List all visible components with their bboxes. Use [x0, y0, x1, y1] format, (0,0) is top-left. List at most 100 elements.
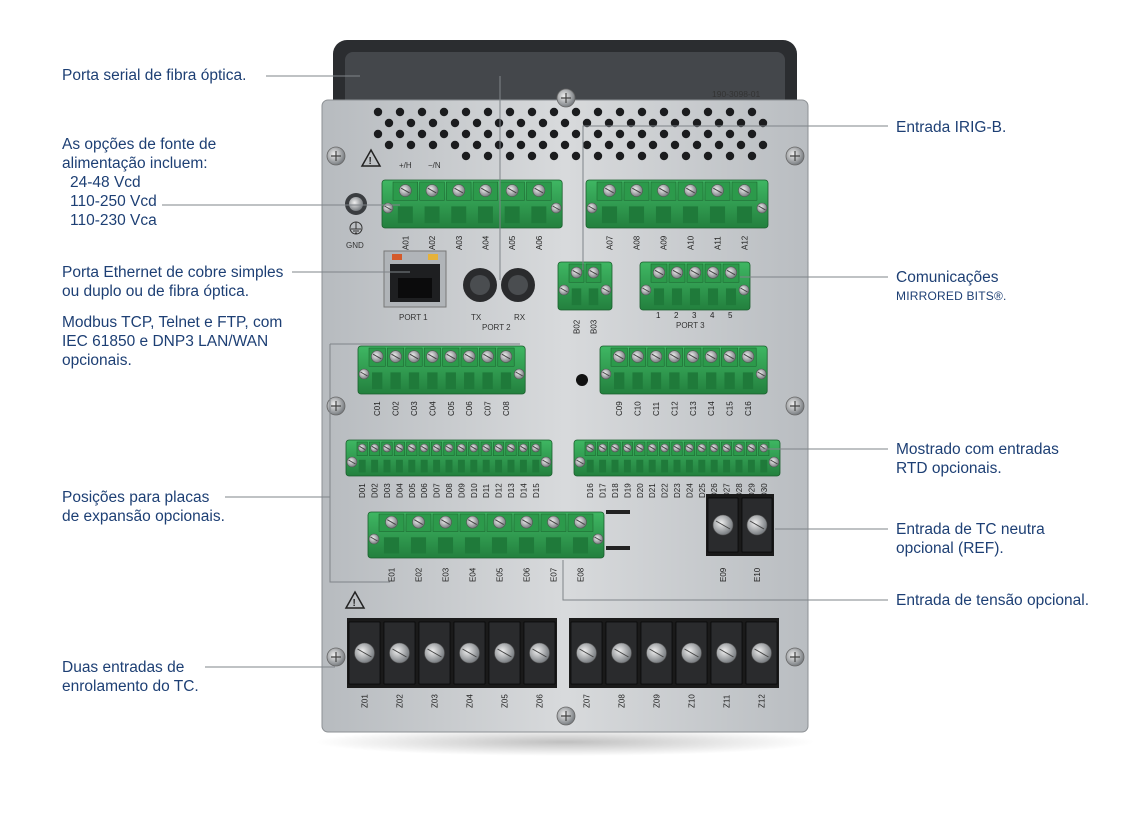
terminal-label: C12 [670, 401, 679, 416]
terminal-label: D01 [358, 483, 367, 498]
power-minus-label: −/N [428, 161, 441, 170]
callout-ethernet-line1: Porta Ethernet de cobre simples [62, 264, 284, 281]
wire-entry[interactable] [586, 459, 594, 473]
wire-entry[interactable] [519, 459, 527, 473]
vent-hole [659, 129, 669, 139]
wire-entry[interactable] [736, 206, 753, 224]
wire-entry[interactable] [410, 537, 427, 554]
wire-entry[interactable] [390, 372, 401, 390]
wire-entry[interactable] [735, 459, 743, 473]
vent-hole [560, 140, 570, 150]
wire-entry[interactable] [420, 459, 428, 473]
wire-entry[interactable] [482, 459, 490, 473]
wire-entry[interactable] [723, 459, 731, 473]
terminal-label: C09 [615, 401, 624, 416]
wire-entry[interactable] [636, 459, 644, 473]
vent-hole [615, 129, 625, 139]
wire-entry[interactable] [532, 459, 540, 473]
terminal-label: D21 [648, 483, 657, 498]
wire-entry[interactable] [742, 372, 754, 390]
wire-entry[interactable] [571, 288, 582, 306]
wire-entry[interactable] [661, 459, 669, 473]
terminal-label: E03 [442, 567, 451, 582]
wire-entry[interactable] [628, 206, 645, 224]
wire-entry[interactable] [669, 372, 680, 390]
wire-entry[interactable] [457, 459, 465, 473]
wire-entry[interactable] [601, 206, 618, 224]
wire-entry[interactable] [433, 459, 441, 473]
wire-entry[interactable] [671, 288, 683, 306]
wire-entry[interactable] [685, 459, 693, 473]
wire-entry[interactable] [477, 206, 493, 224]
wire-entry[interactable] [706, 372, 717, 390]
wire-entry[interactable] [491, 537, 508, 554]
wire-entry[interactable] [397, 206, 413, 224]
wire-entry[interactable] [572, 537, 589, 554]
wire-entry[interactable] [588, 288, 599, 306]
callout-modbus-line3: opcionais. [62, 352, 132, 369]
wire-entry[interactable] [747, 459, 755, 473]
wire-entry[interactable] [395, 459, 403, 473]
wire-entry[interactable] [427, 372, 438, 390]
wire-entry[interactable] [614, 372, 625, 390]
wire-entry[interactable] [437, 537, 454, 554]
wire-entry[interactable] [689, 288, 701, 306]
wire-entry[interactable] [371, 459, 379, 473]
wire-entry[interactable] [709, 206, 726, 224]
terminal-label: A08 [633, 235, 642, 250]
wire-entry[interactable] [632, 372, 643, 390]
wire-entry[interactable] [725, 288, 737, 306]
wire-entry[interactable] [464, 537, 481, 554]
wire-entry[interactable] [655, 206, 672, 224]
mounting-screw-icon [785, 396, 805, 416]
port2-tx-label: TX [471, 313, 482, 322]
indicator-dot [576, 374, 588, 386]
svg-text:!: ! [353, 598, 356, 609]
wire-entry[interactable] [707, 288, 719, 306]
wire-entry[interactable] [482, 372, 493, 390]
wire-entry[interactable] [507, 459, 515, 473]
wire-entry[interactable] [653, 288, 665, 306]
wire-entry[interactable] [464, 372, 475, 390]
wire-entry[interactable] [531, 206, 547, 224]
wire-entry[interactable] [451, 206, 467, 224]
wire-entry[interactable] [383, 537, 400, 554]
terminal-label: C13 [689, 401, 698, 416]
vent-hole [395, 129, 405, 139]
wire-entry[interactable] [408, 459, 416, 473]
wire-entry[interactable] [623, 459, 631, 473]
wire-entry[interactable] [724, 372, 735, 390]
callout-power-supply: As opções de fonte de alimentação inclue… [62, 135, 216, 230]
wire-entry[interactable] [424, 206, 440, 224]
wire-entry[interactable] [760, 459, 768, 473]
wire-entry[interactable] [372, 372, 383, 390]
wire-entry[interactable] [358, 459, 366, 473]
ethernet-port-1[interactable] [383, 250, 447, 308]
wire-entry[interactable] [648, 459, 656, 473]
callout-fiber-serial: Porta serial de fibra óptica. [62, 66, 246, 85]
wire-entry[interactable] [650, 372, 662, 390]
wire-entry[interactable] [687, 372, 698, 390]
wire-entry[interactable] [445, 372, 456, 390]
wire-entry[interactable] [470, 459, 478, 473]
wire-entry[interactable] [673, 459, 681, 473]
callout-fiber-serial-text: Porta serial de fibra óptica. [62, 67, 247, 84]
wire-entry[interactable] [518, 537, 535, 554]
fiber-port-2[interactable] [463, 268, 535, 302]
wire-entry[interactable] [408, 372, 420, 390]
wire-entry[interactable] [682, 206, 699, 224]
vent-hole [549, 107, 559, 117]
wire-entry[interactable] [599, 459, 607, 473]
wire-entry[interactable] [545, 537, 562, 554]
warning-icon-lower: ! [344, 590, 366, 609]
wire-entry[interactable] [611, 459, 619, 473]
terminal-label: Z05 [501, 694, 510, 708]
wire-entry[interactable] [495, 459, 503, 473]
wire-entry[interactable] [710, 459, 718, 473]
vent-hole [714, 118, 724, 128]
wire-entry[interactable] [698, 459, 706, 473]
wire-entry[interactable] [504, 206, 520, 224]
wire-entry[interactable] [500, 372, 512, 390]
wire-entry[interactable] [445, 459, 453, 473]
wire-entry[interactable] [383, 459, 391, 473]
